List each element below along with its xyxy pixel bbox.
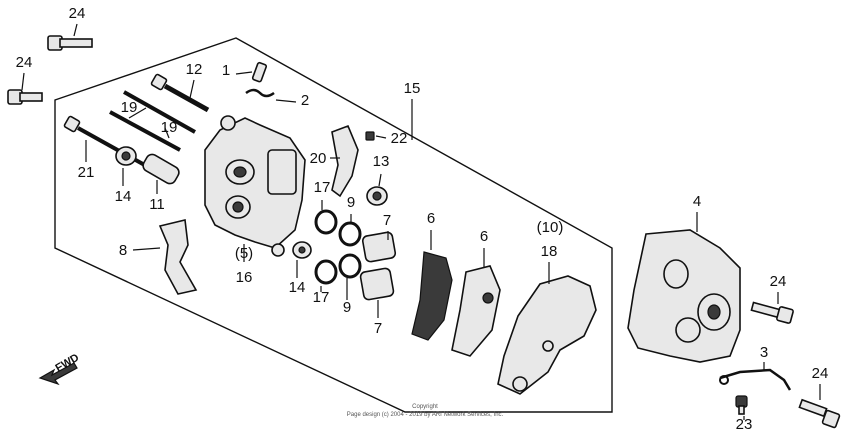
part-label-19b[interactable]: 19 [161,119,178,136]
bolt-24-bottom[interactable] [798,398,841,429]
part-label-4[interactable]: 4 [693,193,701,210]
part-label-5[interactable]: (5) [235,245,253,262]
part-label-2[interactable]: 2 [301,92,309,109]
part-label-11[interactable]: 11 [149,196,165,213]
piston-7-lower[interactable] [359,267,395,301]
part-label-6a[interactable]: 6 [427,210,435,227]
part-label-1[interactable]: 1 [222,62,230,79]
fwd-arrow-icon [38,362,78,386]
bracket-18[interactable] [497,275,597,395]
part-label-24d[interactable]: 24 [812,365,829,382]
part-label-19a[interactable]: 19 [121,99,138,116]
part-label-24a[interactable]: 24 [69,5,86,22]
bolt-22[interactable] [365,131,375,141]
sleeve-11[interactable] [141,152,181,186]
piston-7-upper[interactable] [361,231,397,263]
brake-pad-6-outer[interactable] [411,251,453,341]
seal-9-lower[interactable] [338,253,362,279]
copyright-line1: Copyright [412,404,438,410]
part-label-16[interactable]: 16 [236,269,253,286]
boot-14[interactable] [115,146,137,166]
part-label-8[interactable]: 8 [119,242,127,259]
seal-kit-13[interactable] [366,186,388,206]
part-label-22[interactable]: 22 [391,130,408,147]
part-label-24b[interactable]: 24 [16,54,33,71]
plate-20[interactable] [331,124,359,198]
part-labels: 24 24 1 12 2 15 19 19 22 21 20 13 14 11 17 9 7 6 6 (10) 18 4 8… [16,5,829,433]
part-label-21[interactable]: 21 [78,164,95,181]
part-label-3[interactable]: 3 [760,344,768,361]
part-label-6b[interactable]: 6 [480,228,488,245]
caliper-assembly-4[interactable] [627,229,741,363]
seal-9-upper[interactable] [338,221,362,247]
part-label-17b[interactable]: 17 [313,289,330,306]
caliper-body-16[interactable] [204,115,306,257]
part-label-23[interactable]: 23 [736,416,753,433]
bolt-24-top[interactable] [47,35,93,51]
bolt-23[interactable] [735,395,748,415]
part-label-7b[interactable]: 7 [374,320,382,337]
brake-pad-6-inner[interactable] [451,265,501,357]
part-label-9b[interactable]: 9 [343,299,351,316]
part-label-24c[interactable]: 24 [770,273,787,290]
bleeder-screw-1[interactable] [251,61,268,83]
assembly-frame [54,37,613,413]
part-label-7a[interactable]: 7 [383,212,391,229]
bolt-12[interactable] [150,73,210,113]
part-label-15[interactable]: 15 [404,80,421,97]
part-label-17a[interactable]: 17 [314,179,331,196]
part-label-9a[interactable]: 9 [347,194,355,211]
bolt-21[interactable] [63,115,151,170]
bolt-24-left[interactable] [7,89,43,105]
part-label-14b[interactable]: 14 [289,279,306,296]
part-label-14a[interactable]: 14 [115,188,132,205]
part-label-12[interactable]: 12 [186,61,203,78]
bolt-24-right[interactable] [750,301,794,324]
seal-17-upper[interactable] [314,209,338,235]
pin-19b[interactable] [109,110,181,152]
seal-17-lower[interactable] [314,259,338,285]
pin-19a[interactable] [123,90,196,134]
part-label-18[interactable]: 18 [541,243,558,260]
bleeder-cap-2[interactable] [245,88,275,98]
part-label-13[interactable]: 13 [373,153,390,170]
part-label-20[interactable]: 20 [310,150,327,167]
spring-3[interactable] [719,368,792,391]
boot-14-lower[interactable] [292,241,312,259]
pad-spring-8[interactable] [158,219,198,295]
part-label-10[interactable]: (10) [537,219,564,236]
copyright-line2: Page design (c) 2004 - 2019 by ARI Netwo… [347,412,504,418]
